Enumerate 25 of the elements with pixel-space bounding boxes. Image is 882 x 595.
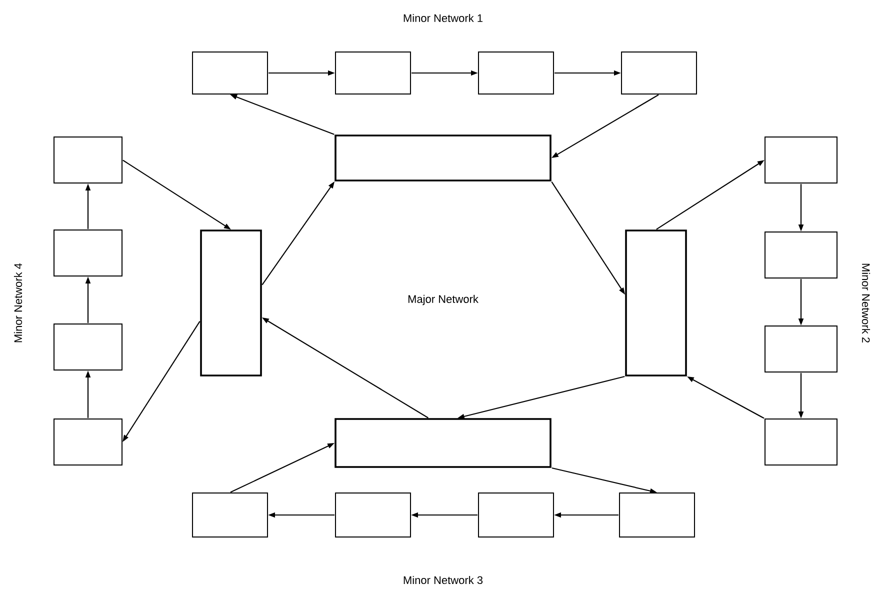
network-box bbox=[764, 136, 838, 184]
network-box bbox=[621, 52, 697, 94]
network-box bbox=[764, 326, 838, 372]
network-box bbox=[478, 492, 554, 538]
network-box bbox=[334, 418, 552, 468]
network-box bbox=[619, 492, 695, 538]
network-label: Minor Network 3 bbox=[404, 576, 483, 584]
network-box bbox=[335, 492, 411, 538]
network-box bbox=[192, 52, 268, 94]
network-box bbox=[54, 418, 122, 466]
network-box bbox=[200, 230, 262, 376]
network-box bbox=[54, 136, 122, 184]
network-box bbox=[334, 134, 552, 182]
network-box bbox=[192, 492, 268, 538]
network-label: Minor Network 4 bbox=[14, 263, 22, 342]
network-label: Minor Network 2 bbox=[862, 264, 870, 342]
network-label: Minor Network 1 bbox=[404, 14, 482, 22]
network-box bbox=[478, 52, 554, 94]
network-box bbox=[625, 230, 687, 376]
network-box bbox=[764, 232, 838, 278]
network-label: Major Network bbox=[408, 294, 478, 306]
network-box bbox=[54, 230, 122, 276]
network-box bbox=[54, 324, 122, 370]
network-box bbox=[764, 418, 838, 466]
network-box bbox=[335, 52, 411, 94]
